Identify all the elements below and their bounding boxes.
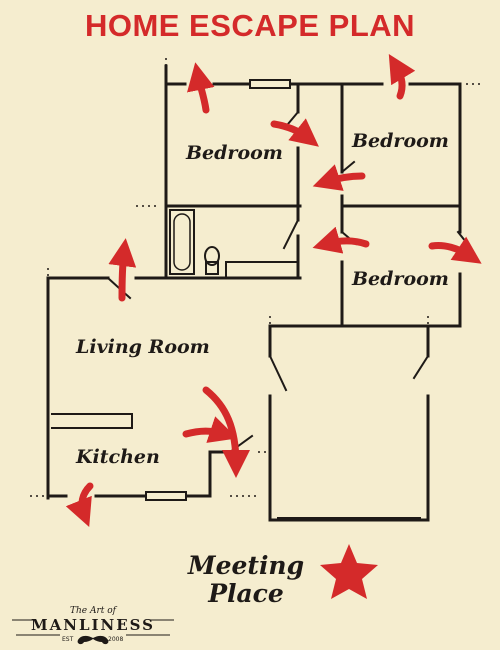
logo-wordmark: MANLINESS	[31, 616, 155, 634]
mustache-icon	[77, 635, 109, 645]
escape-arrow-icon	[312, 226, 370, 254]
room-label-bedroom-left: Bedroom	[186, 142, 283, 164]
escape-arrow-icon	[65, 482, 94, 528]
brand-logo: The Art of MANLINESS EST 2008	[10, 606, 176, 646]
logo-est: EST	[62, 636, 74, 643]
logo-tagline: The Art of	[69, 606, 116, 616]
escape-arrow-icon	[108, 238, 137, 302]
room-label-bedroom-bottom-right: Bedroom	[352, 268, 449, 290]
page-title: HOME ESCAPE PLAN	[84, 8, 416, 43]
escape-arrow-icon	[187, 62, 215, 114]
meeting-place-label: Meeting Place	[186, 552, 306, 608]
room-label-living-room: Living Room	[76, 336, 210, 358]
escape-arrow-icon	[428, 236, 482, 264]
meeting-place-line2: Place	[208, 579, 284, 608]
escape-arrow-icon	[312, 164, 366, 191]
logo-year: 2008	[108, 636, 124, 643]
escape-arrow-icon	[270, 118, 319, 147]
dashed-lines	[30, 58, 480, 497]
escape-arrow-icon	[388, 53, 416, 100]
logo-ornaments	[12, 619, 174, 645]
walls	[46, 64, 468, 522]
room-label-bedroom-top-right: Bedroom	[352, 130, 449, 152]
meeting-star-icon	[320, 544, 378, 599]
meeting-place-line1: Meeting	[187, 551, 305, 580]
escape-arrow-icon	[182, 416, 238, 443]
room-label-kitchen: Kitchen	[76, 446, 160, 468]
